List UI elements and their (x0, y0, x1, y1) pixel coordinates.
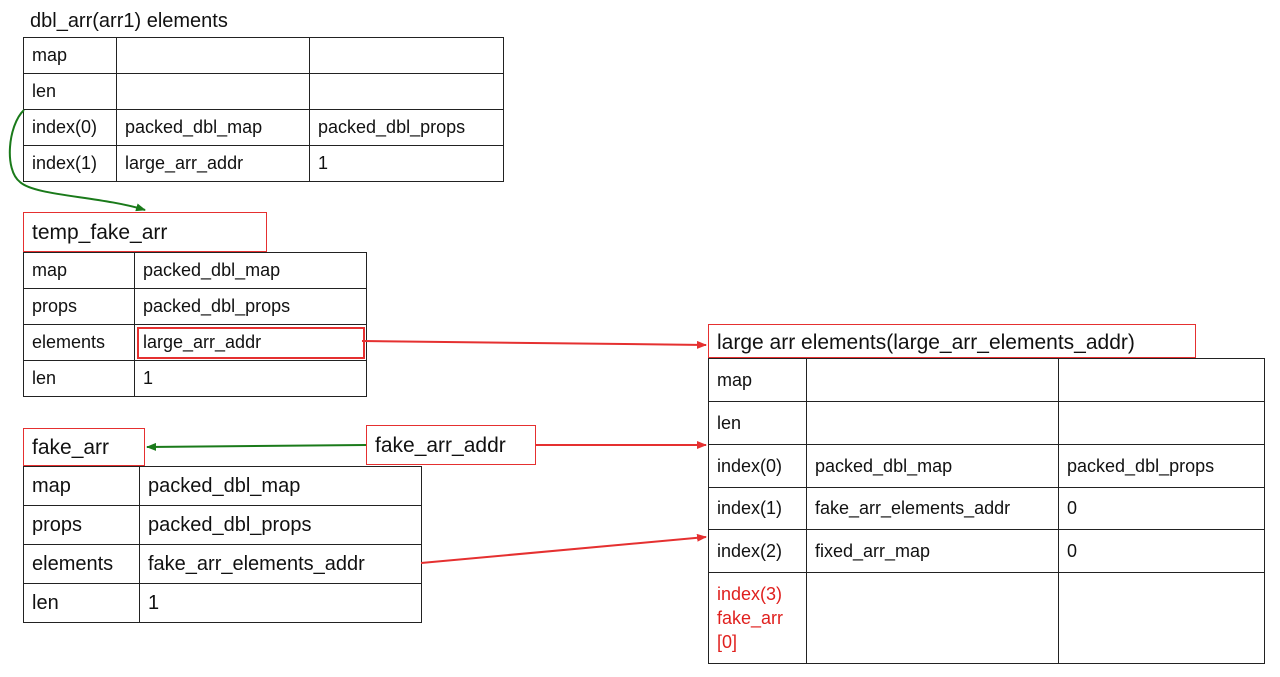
large-arr-cell: index(1) (708, 487, 807, 530)
fake-arr-title-box: fake_arr (23, 428, 145, 466)
large-arr-cell: len (708, 401, 807, 445)
table-row: len 1 (23, 360, 367, 397)
temp-fake-arr-cell: len (23, 360, 135, 397)
table-row: map (23, 37, 504, 74)
table-row: index(0) packed_dbl_map packed_dbl_props (23, 109, 504, 146)
large-arr-index3-line: [0] (717, 632, 738, 652)
large-arr-index3-cell: index(3) fake_arr [0] (708, 572, 807, 664)
temp-fake-arr-cell: packed_dbl_map (134, 252, 367, 289)
temp-fake-arr-cell: packed_dbl_props (134, 288, 367, 325)
table-row: elements fake_arr_elements_addr (23, 544, 422, 584)
table-row: map (708, 358, 1265, 402)
fake-arr-addr-box: fake_arr_addr (366, 425, 536, 465)
arr1-cell: index(1) (23, 145, 117, 182)
large-arr-cell: 0 (1058, 487, 1265, 530)
large-arr-cell (806, 358, 1059, 402)
fake-arr-cell: props (23, 505, 140, 545)
large-arr-cell (806, 401, 1059, 445)
arr1-cell (309, 37, 504, 74)
large-arr-index3-line: fake_arr (717, 608, 784, 628)
large-arr-cell: 0 (1058, 529, 1265, 573)
fake-arr-cell: packed_dbl_map (139, 466, 422, 506)
arr1-title: dbl_arr(arr1) elements (30, 10, 228, 32)
large-arr-title-box: large arr elements(large_arr_elements_ad… (708, 324, 1196, 358)
table-row: len 1 (23, 583, 422, 623)
fake-arr-addr-label: fake_arr_addr (375, 434, 506, 457)
arr1-cell: packed_dbl_props (309, 109, 504, 146)
temp-fake-arr-cell: map (23, 252, 135, 289)
large-arr-cell: fixed_arr_map (806, 529, 1059, 573)
large-arr-cell: packed_dbl_props (1058, 444, 1265, 488)
large-arr-cell (1058, 572, 1265, 664)
temp-fake-arr-title: temp_fake_arr (32, 221, 168, 244)
table-row: elements large_arr_addr (23, 324, 367, 361)
large-arr-cell: map (708, 358, 807, 402)
large-arr-cell: packed_dbl_map (806, 444, 1059, 488)
fake-arr-cell: elements (23, 544, 140, 584)
large-arr-cell: index(2) (708, 529, 807, 573)
temp-fake-arr-title-box: temp_fake_arr (23, 212, 267, 252)
arr1-cell: index(0) (23, 109, 117, 146)
arr1-cell (116, 37, 310, 74)
table-row: len (23, 73, 504, 110)
temp-fake-arr-cell: props (23, 288, 135, 325)
large-arr-cell (806, 572, 1059, 664)
arr1-cell: packed_dbl_map (116, 109, 310, 146)
arr1-cell (116, 73, 310, 110)
red-arrow-to-large-arr (361, 340, 707, 349)
large-arr-title: large arr elements(large_arr_elements_ad… (717, 331, 1135, 354)
table-row: index(2) fixed_arr_map 0 (708, 529, 1265, 573)
table-row: props packed_dbl_props (23, 288, 367, 325)
large-arr-table: map len index(0) packed_dbl_map packed_d… (708, 358, 1265, 664)
temp-fake-arr-elements-cell: large_arr_addr (134, 324, 367, 361)
table-row: index(1) large_arr_addr 1 (23, 145, 504, 182)
large-arr-index3-line: index(3) (717, 584, 783, 604)
arr1-cell: map (23, 37, 117, 74)
temp-fake-arr-cell: elements (23, 324, 135, 361)
arr1-cell (309, 73, 504, 110)
large-arr-cell: index(0) (708, 444, 807, 488)
red-arrow-fake-arr-elements (420, 533, 707, 564)
fake-arr-cell: 1 (139, 583, 422, 623)
table-row: index(0) packed_dbl_map packed_dbl_props (708, 444, 1265, 488)
table-row: map packed_dbl_map (23, 252, 367, 289)
fake-arr-title: fake_arr (32, 436, 110, 459)
arr1-cell: 1 (309, 145, 504, 182)
green-arrow-to-fake-arr (146, 442, 367, 451)
temp-fake-arr-table: map packed_dbl_map props packed_dbl_prop… (23, 252, 367, 397)
large-arr-cell: fake_arr_elements_addr (806, 487, 1059, 530)
table-row: index(3) fake_arr [0] (708, 572, 1265, 664)
table-row: props packed_dbl_props (23, 505, 422, 545)
fake-arr-table: map packed_dbl_map props packed_dbl_prop… (23, 466, 422, 623)
large-arr-cell (1058, 358, 1265, 402)
arr1-table: map len index(0) packed_dbl_map packed_d… (23, 37, 504, 182)
table-row: index(1) fake_arr_elements_addr 0 (708, 487, 1265, 530)
fake-arr-cell: len (23, 583, 140, 623)
large-arr-cell (1058, 401, 1265, 445)
fake-arr-cell: map (23, 466, 140, 506)
fake-arr-cell: packed_dbl_props (139, 505, 422, 545)
arr1-cell: len (23, 73, 117, 110)
table-row: map packed_dbl_map (23, 466, 422, 506)
arr1-cell: large_arr_addr (116, 145, 310, 182)
table-row: len (708, 401, 1265, 445)
temp-fake-arr-cell: 1 (134, 360, 367, 397)
fake-arr-cell: fake_arr_elements_addr (139, 544, 422, 584)
